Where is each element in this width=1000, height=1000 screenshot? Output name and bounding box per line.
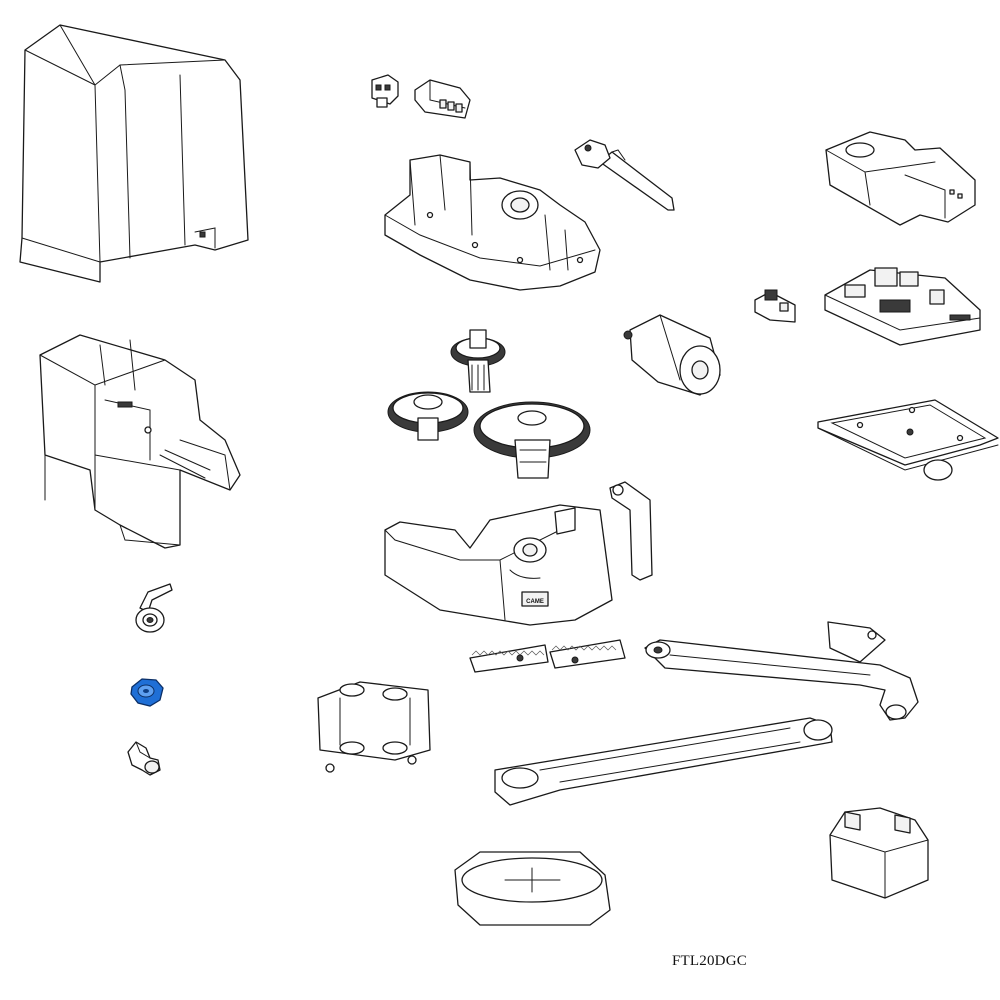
main-body-housing[interactable]: CAME — [384, 504, 613, 626]
curved-arm[interactable] — [644, 639, 919, 721]
release-lever[interactable] — [135, 583, 173, 633]
foundation-plate[interactable] — [817, 399, 999, 481]
model-code-caption: FTL20DGC — [672, 953, 747, 969]
connector-small[interactable] — [371, 74, 399, 108]
motor[interactable] — [623, 314, 721, 396]
output-gear[interactable] — [473, 401, 591, 479]
control-board-cover[interactable] — [825, 131, 976, 226]
connector-module[interactable] — [754, 289, 796, 323]
cover-housing[interactable] — [19, 24, 249, 283]
intermediate-gear[interactable] — [387, 391, 469, 441]
lock-key-cylinder[interactable] — [127, 741, 161, 776]
arm-fixing-plate[interactable] — [827, 621, 886, 663]
brand-mark: CAME — [526, 599, 544, 605]
pinion-gear[interactable] — [450, 329, 506, 393]
straight-arm[interactable] — [494, 717, 833, 806]
rack-segment-left[interactable] — [469, 644, 549, 673]
terminal-block[interactable] — [414, 79, 471, 119]
rack-segment-right[interactable] — [549, 639, 626, 669]
control-board[interactable] — [824, 267, 981, 346]
chassis-frame[interactable] — [39, 334, 241, 549]
release-handle[interactable] — [609, 481, 653, 581]
mounting-bracket[interactable] — [317, 681, 431, 773]
lock-cap-blue[interactable] — [130, 678, 164, 707]
gearbox-lower-housing[interactable] — [384, 154, 601, 291]
transformer[interactable] — [829, 807, 929, 899]
bottom-cover-cap[interactable] — [454, 851, 611, 926]
worm-shaft[interactable] — [574, 139, 675, 211]
